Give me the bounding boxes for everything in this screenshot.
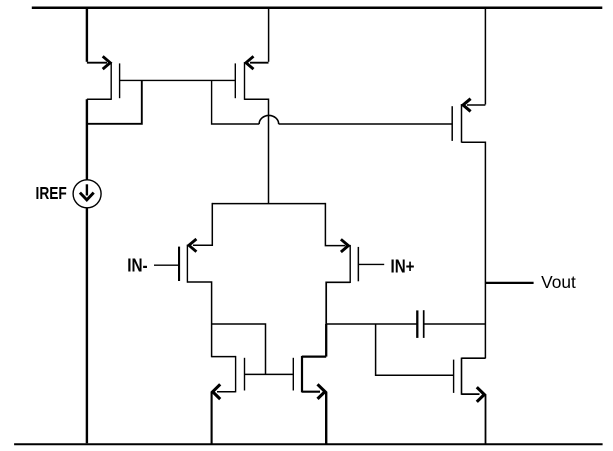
svg-text:Vout: Vout	[541, 272, 576, 292]
svg-text:IN+: IN+	[391, 256, 415, 276]
svg-text:IREF: IREF	[36, 183, 67, 203]
svg-text:IN-: IN-	[127, 256, 147, 276]
